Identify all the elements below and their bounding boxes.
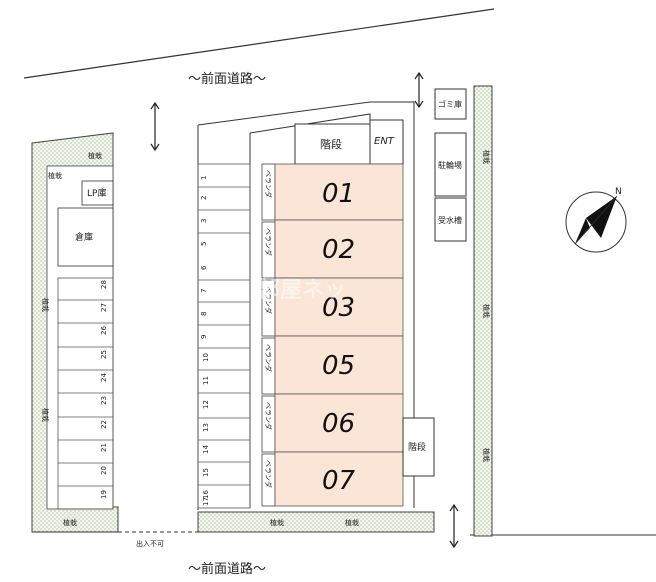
center-parking-number: 16 [202,490,210,499]
planting-label: 植栽 [482,150,491,164]
planting-label: 植栽 [270,518,284,527]
compass-icon [565,191,627,253]
planting-label: 植栽 [48,171,62,180]
dimension-arrow-top-right [414,71,424,109]
left-parking-number: 20 [100,466,108,475]
storage-label: 倉庫 [75,231,93,243]
veranda-label: ベランダ [264,344,273,372]
center-parking-number: 17 [202,497,210,506]
left-parking-number: 19 [100,490,108,499]
planting-label: 植栽 [482,304,491,318]
planting-label: 植栽 [88,151,102,160]
garbage-label: ゴミ庫 [438,99,462,109]
planting-label: 植栽 [41,298,50,312]
apartment-units [274,163,404,507]
center-parking-number: 2 [200,196,208,200]
veranda-strip [261,163,276,507]
veranda-label: ベランダ [264,170,273,198]
veranda-label: ベランダ [264,228,273,256]
dimension-arrow-bottom [449,503,459,549]
center-parking-number: 7 [200,289,208,293]
center-parking-number: 9 [200,335,208,339]
center-parking-number: 8 [200,312,208,316]
left-parking-number: 25 [100,350,108,359]
left-parking-number: 21 [100,443,108,452]
center-parking-number: 1 [200,176,208,180]
top-road-line [23,8,495,79]
no-entry-label: 出入不可 [136,539,164,548]
unit-number: 01 [322,179,355,209]
left-parking-number: 23 [100,396,108,405]
center-parking-number: 14 [202,445,210,454]
bottom-planting: 植栽 植栽 [197,511,435,533]
unit-number: 05 [322,351,355,381]
center-parking-number: 11 [202,376,210,385]
stairs-label-east: 階段 [408,441,426,453]
center-parking-number: 3 [200,219,208,223]
left-lot: LP庫 倉庫 28 27 26 25 24 23 22 21 20 19 植栽 … [31,132,119,533]
planting-label: 植栽 [63,518,77,527]
center-parking-number: 5 [200,242,208,246]
center-parking-number: 10 [202,353,210,362]
unit-number: 07 [322,466,356,496]
left-parking-number: 22 [100,420,108,429]
left-parking-number: 28 [100,280,108,289]
watermark: 部屋ネッ [258,277,346,303]
unit-number: 03 [322,293,355,323]
left-parking-number: 26 [100,326,108,335]
lp-storage-label: LP庫 [87,187,106,199]
planting-label: 植栽 [482,448,491,462]
entrance-label: ENT [374,136,395,147]
compass-north-label: N [615,187,622,197]
dimension-arrow-top-left [150,101,160,152]
unit-number: 06 [322,409,355,439]
veranda-label: ベランダ [264,286,273,314]
left-parking-number: 24 [100,373,108,382]
center-parking [197,163,251,509]
center-parking-number: 15 [202,468,210,477]
unit-number: 02 [322,235,355,265]
planting-label: 植栽 [345,518,359,527]
veranda-label: ベランダ [264,460,273,488]
veranda-label: ベランダ [264,402,273,430]
top-road-label: ～前面道路～ [188,71,266,87]
bottom-road-label: ～前面道路～ [188,561,266,577]
water-tank-label: 受水槽 [438,215,462,225]
bicycle-parking-label: 駐輪場 [438,160,462,170]
planting-label: 植栽 [41,408,50,422]
left-parking [57,277,114,510]
left-parking-number: 27 [100,303,108,312]
center-parking-number: 6 [200,265,208,270]
stairs-label: 階段 [320,137,342,151]
center-parking-number: 12 [202,400,210,409]
center-parking-number: 13 [202,423,210,432]
